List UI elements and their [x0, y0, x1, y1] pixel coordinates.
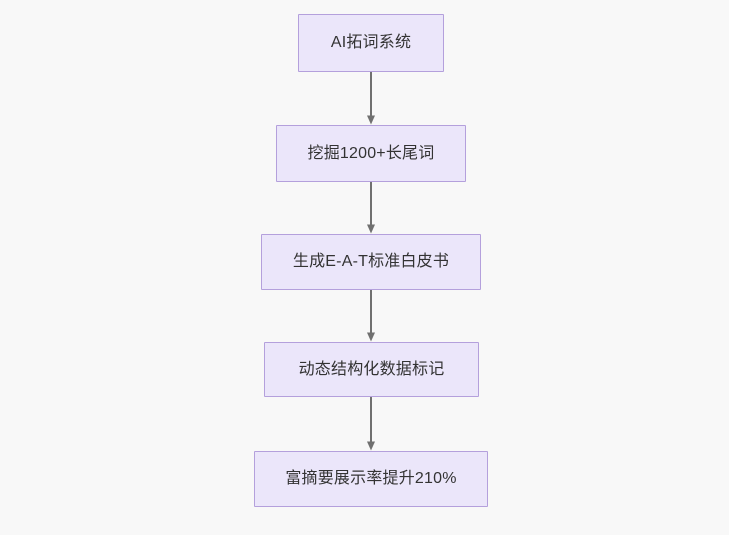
flow-node-label: 富摘要展示率提升210% — [285, 470, 457, 488]
flow-node-generate-eat-whitepaper[interactable]: 生成E-A-T标准白皮书 — [261, 234, 481, 290]
flow-node-rich-snippet-rate-increase[interactable]: 富摘要展示率提升210% — [254, 451, 488, 507]
flow-node-label: 动态结构化数据标记 — [298, 360, 445, 378]
flow-node-label: AI拓词系统 — [330, 34, 412, 52]
flow-node-label: 生成E-A-T标准白皮书 — [292, 253, 450, 271]
flow-node-ai-keyword-system[interactable]: AI拓词系统 — [298, 14, 444, 72]
flow-node-mine-longtail-keywords[interactable]: 挖掘1200+长尾词 — [276, 125, 466, 182]
flow-node-label: 挖掘1200+长尾词 — [307, 144, 435, 162]
flow-node-dynamic-structured-data-markup[interactable]: 动态结构化数据标记 — [264, 342, 479, 397]
